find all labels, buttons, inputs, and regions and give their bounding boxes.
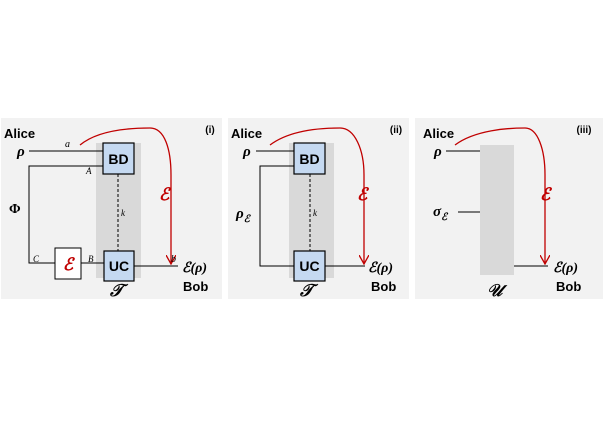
panel-iii-alice-label: Alice: [423, 126, 454, 141]
panel-ii-output-state: ℰ(ρ): [368, 261, 393, 276]
panel-iii-wires: [446, 150, 548, 267]
panel-i-rho-input: ρ: [16, 144, 25, 160]
panel-ii-bd-box: [293, 142, 326, 175]
panel-i-channel-arrow: [79, 127, 171, 263]
panel-i-wire-k: k: [121, 208, 126, 218]
panel-i-tag: (i): [205, 125, 214, 136]
panel-i-bd-box: [102, 142, 135, 175]
panel-i: BD UC ℰ Alice (i) ρ Φ a A C B k b ℰ ℰ(ρ)…: [1, 118, 222, 300]
panel-ii-rho-input: ρ: [242, 144, 251, 160]
panel-ii-wires: [256, 150, 365, 267]
panel-i-wire-a: a: [65, 139, 70, 150]
panel-i-uc-label: UC: [109, 258, 129, 274]
panel-i-output-state: ℰ(ρ): [182, 261, 207, 276]
panel-ii-bd-label: BD: [299, 151, 319, 167]
panel-ii-wire-k: k: [313, 208, 318, 218]
panel-i-bd-label: BD: [108, 151, 128, 167]
panel-i-wires: [28, 150, 178, 267]
panel-i-wire-C: C: [33, 254, 40, 264]
panel-iii-output-state: ℰ(ρ): [553, 261, 578, 276]
panel-i-channel-label: ℰ: [159, 185, 172, 204]
panel-ii-channel-label: ℰ: [357, 185, 370, 204]
panel-iii-channel-label: ℰ: [540, 185, 553, 204]
panel-i-alice-label: Alice: [4, 126, 35, 141]
panel-iii-bob-label: Bob: [556, 279, 581, 294]
panel-ii-alice-label: Alice: [231, 126, 262, 141]
panel-i-uc-box: [103, 250, 135, 282]
panel-iii-resource-state: σℰ: [433, 204, 449, 223]
panel-ii-tag: (ii): [390, 125, 402, 136]
panel-ii-resource-state: ρℰ: [235, 206, 252, 225]
panel-ii: BD UC Alice (ii) ρ ρℰ k ℰ ℰ(ρ) 𝒯 Bob: [228, 118, 409, 300]
panel-i-channel-box: [54, 247, 82, 280]
panel-i-phi-label: Φ: [9, 202, 21, 217]
panel-ii-bob-label: Bob: [371, 279, 396, 294]
panel-iii-rho-input: ρ: [433, 144, 442, 160]
panel-iii-tag: (iii): [577, 125, 592, 136]
panel-i-wire-b: b: [171, 254, 176, 265]
panel-i-wire-A: A: [85, 166, 92, 176]
panel-i-wire-B: B: [88, 254, 94, 264]
panel-ii-uc-label: UC: [299, 258, 319, 274]
panel-ii-uc-box: [293, 250, 326, 282]
panel-iii-channel-arrow: [454, 127, 545, 263]
panel-iii: Alice (iii) ρ σℰ ℰ ℰ(ρ) 𝒰 Bob: [415, 118, 603, 300]
panel-ii-channel-arrow: [269, 127, 364, 263]
panel-iii-unitary-block: [480, 145, 514, 275]
panel-i-bob-label: Bob: [183, 279, 208, 294]
panel-i-channel-box-label: ℰ: [63, 255, 76, 274]
